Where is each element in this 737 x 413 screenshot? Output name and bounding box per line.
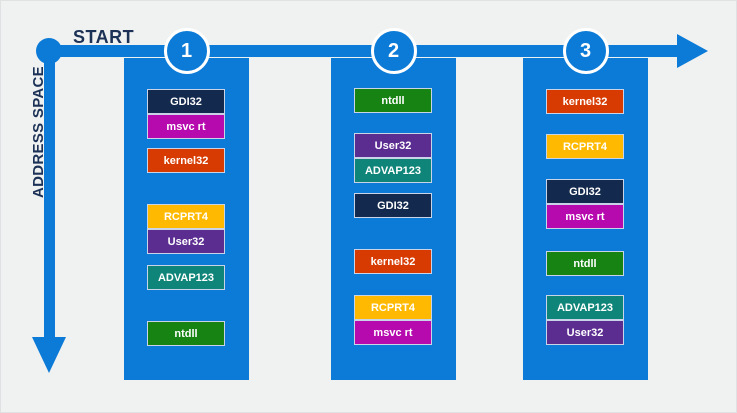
- module-box: ntdll: [147, 321, 225, 346]
- column-number-badge: 3: [562, 28, 609, 74]
- column-number-badge: 1: [163, 28, 210, 74]
- module-box: msvc rt: [546, 204, 624, 229]
- module-box: RCPRT4: [354, 295, 432, 320]
- address-space-label: ADDRESS SPACE: [30, 66, 47, 198]
- module-box: ntdll: [354, 88, 432, 113]
- module-box: User32: [546, 320, 624, 345]
- module-box: GDI32: [147, 89, 225, 114]
- start-label: START: [73, 27, 135, 47]
- module-box: RCPRT4: [546, 134, 624, 159]
- address-space-arrow-shaft: [44, 51, 55, 339]
- module-box: kernel32: [546, 89, 624, 114]
- module-box: msvc rt: [354, 320, 432, 345]
- module-box: ADVAP123: [546, 295, 624, 320]
- module-box: ADVAP123: [147, 265, 225, 290]
- column-number-badge: 2: [370, 28, 417, 74]
- module-box: GDI32: [546, 179, 624, 204]
- module-box: kernel32: [147, 148, 225, 173]
- module-box: msvc rt: [147, 114, 225, 139]
- timeline-arrow-head-icon: [677, 34, 708, 68]
- module-box: RCPRT4: [147, 204, 225, 229]
- module-box: User32: [147, 229, 225, 254]
- address-space-arrow-head-icon: [32, 337, 66, 373]
- module-box: ADVAP123: [354, 158, 432, 183]
- module-box: kernel32: [354, 249, 432, 274]
- module-box: GDI32: [354, 193, 432, 218]
- module-box: ntdll: [546, 251, 624, 276]
- module-box: User32: [354, 133, 432, 158]
